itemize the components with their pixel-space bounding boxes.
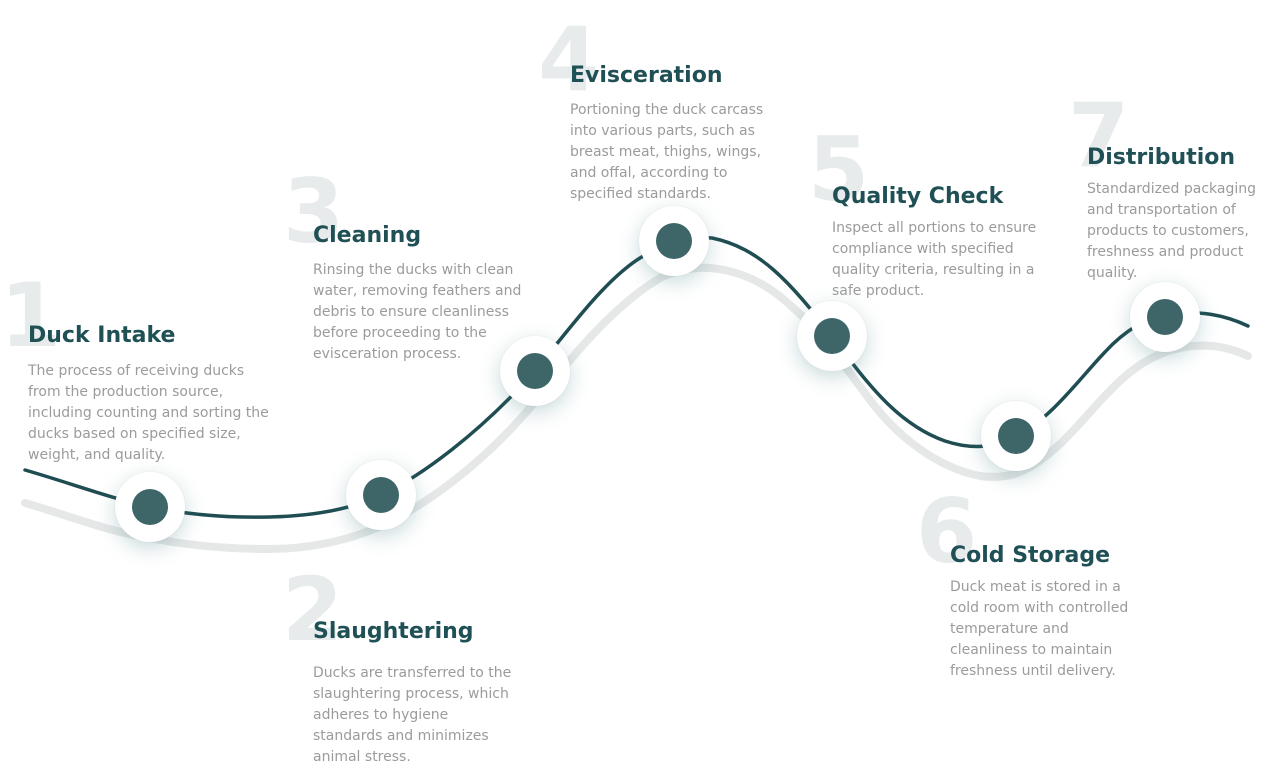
step-title: Distribution bbox=[1087, 145, 1236, 170]
step-number: 3 bbox=[283, 160, 345, 263]
node-dot bbox=[656, 223, 692, 259]
step-title: Cold Storage bbox=[950, 543, 1111, 568]
node-dot bbox=[132, 489, 168, 525]
step-node[interactable] bbox=[500, 336, 570, 406]
step-number: 1 bbox=[0, 264, 62, 367]
node-dot bbox=[517, 353, 553, 389]
node-dot bbox=[814, 318, 850, 354]
step-node[interactable] bbox=[639, 206, 709, 276]
step-description: Ducks are transferred to the slaughterin… bbox=[313, 665, 512, 765]
step-description: Inspect all portions to ensure complianc… bbox=[832, 220, 1037, 299]
step-node[interactable] bbox=[797, 301, 867, 371]
step-title: Evisceration bbox=[570, 63, 723, 88]
step-node[interactable] bbox=[346, 460, 416, 530]
step-number: 5 bbox=[808, 118, 870, 221]
step-title: Slaughtering bbox=[313, 619, 474, 644]
step-title: Quality Check bbox=[832, 184, 1004, 209]
step-node[interactable] bbox=[1130, 282, 1200, 352]
step-number: 2 bbox=[282, 558, 344, 661]
node-dot bbox=[998, 418, 1034, 454]
step-node[interactable] bbox=[115, 472, 185, 542]
step-description: Rinsing the ducks with clean water, remo… bbox=[313, 262, 522, 362]
step-node[interactable] bbox=[981, 401, 1051, 471]
node-dot bbox=[363, 477, 399, 513]
step-description: Standardized packaging and transportatio… bbox=[1087, 181, 1257, 281]
node-dot bbox=[1147, 299, 1183, 335]
step-number: 7 bbox=[1068, 84, 1130, 187]
step-description: The process of receiving ducks from the … bbox=[28, 363, 269, 463]
step-number: 6 bbox=[916, 480, 978, 583]
step-number: 4 bbox=[538, 8, 600, 111]
step-title: Cleaning bbox=[313, 223, 422, 248]
step-title: Duck Intake bbox=[28, 323, 176, 348]
step-description: Duck meat is stored in a cold room with … bbox=[950, 579, 1129, 679]
step-description: Portioning the duck carcass into various… bbox=[570, 102, 764, 202]
